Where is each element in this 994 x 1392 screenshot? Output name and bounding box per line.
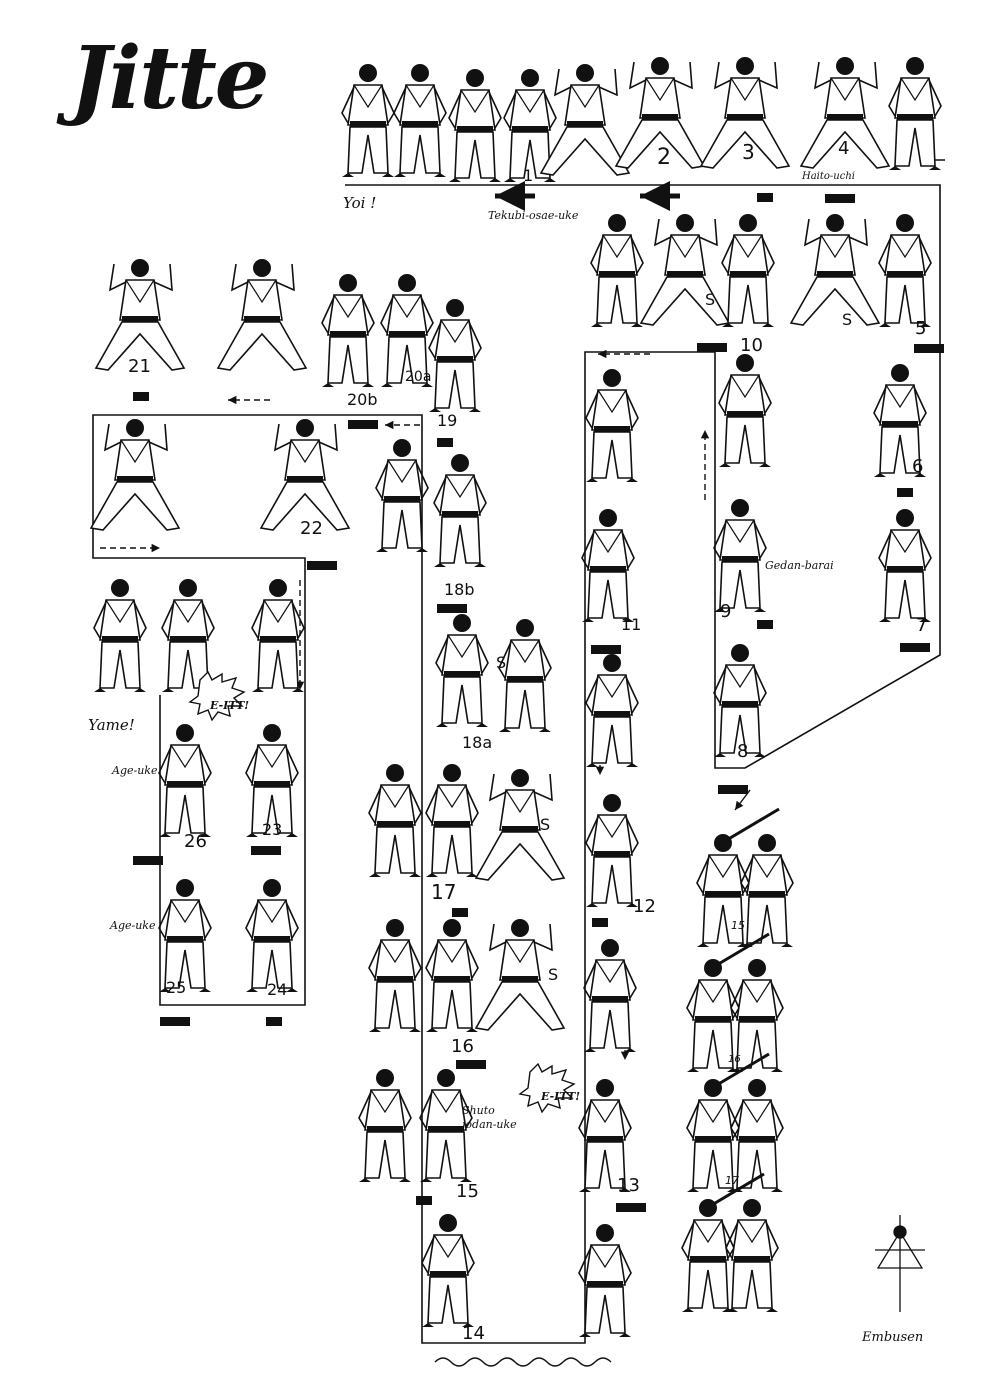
step-number: 12 (633, 896, 656, 917)
step-number: 25 (166, 978, 187, 997)
step-number: 1 (523, 166, 534, 185)
step-number: 20a (405, 369, 432, 385)
s-marker: S (842, 310, 852, 329)
s-marker: S (496, 653, 506, 672)
kiai-bursts (188, 670, 576, 1114)
step-number: 19 (437, 411, 458, 430)
label-tekubi-osae-uke: Tekubi-osae-uke (488, 209, 579, 222)
step-number: 6 (912, 456, 924, 477)
step-number: 18b (444, 580, 475, 599)
step-number: 7 (916, 615, 928, 636)
step-number: 23 (262, 820, 283, 839)
s-markers: S S S S S (496, 290, 852, 984)
step-number: 2 (657, 145, 671, 170)
step-number: 3 (742, 140, 755, 164)
step-number: 13 (617, 1175, 640, 1196)
step-number: 5 (915, 318, 927, 339)
label-yame: Yame! (88, 716, 135, 734)
step-number: 16 (451, 1036, 474, 1057)
label-gedan-barai: Gedan-barai (765, 559, 834, 572)
label-kiai-13: E-ITT! (541, 1090, 581, 1103)
figures-top-row (341, 56, 942, 183)
embusen-symbol (875, 1215, 925, 1312)
page-title: Jitte (70, 28, 270, 129)
label-shuto: Shuto (462, 1104, 495, 1117)
label-embusen: Embusen (862, 1330, 924, 1345)
s-marker: S (540, 815, 550, 834)
step-number: 14 (462, 1323, 485, 1344)
step-number: 11 (621, 615, 642, 634)
label-yoi: Yoi ! (343, 194, 377, 212)
step-number: 8 (737, 741, 749, 762)
figures-right-column (590, 213, 932, 758)
step-number: 9 (720, 601, 732, 622)
label-jodan-uke: jodan-uke (462, 1118, 517, 1131)
step-number: 22 (300, 518, 323, 539)
step-number: 20b (347, 390, 378, 409)
bunkai-number: 15 (731, 919, 745, 932)
s-marker: S (705, 290, 715, 309)
step-number: 10 (740, 335, 763, 356)
step-number: 21 (128, 356, 151, 377)
label-age-uke-26: Age-uke (112, 764, 158, 777)
s-marker: S (548, 965, 558, 984)
bunkai-number: 16 (728, 1054, 741, 1065)
label-age-uke-25: Age-uke (110, 919, 156, 932)
step-markers (133, 193, 944, 1212)
figures-center-column (358, 298, 565, 1328)
bunkai-number: 17 (725, 1174, 739, 1187)
step-number: 24 (267, 980, 288, 999)
step-number: 18a (462, 733, 493, 752)
step-number: 26 (184, 831, 207, 852)
wavy-floor-line (434, 1357, 612, 1367)
embusen-path (92, 184, 941, 1344)
label-haito-uchi: Haito-uchi (802, 171, 855, 182)
step-number: 15 (456, 1181, 479, 1202)
step-number: 4 (838, 138, 850, 159)
label-kiai-26: E-ITT! (210, 699, 250, 712)
step-number: 17 (431, 880, 457, 904)
